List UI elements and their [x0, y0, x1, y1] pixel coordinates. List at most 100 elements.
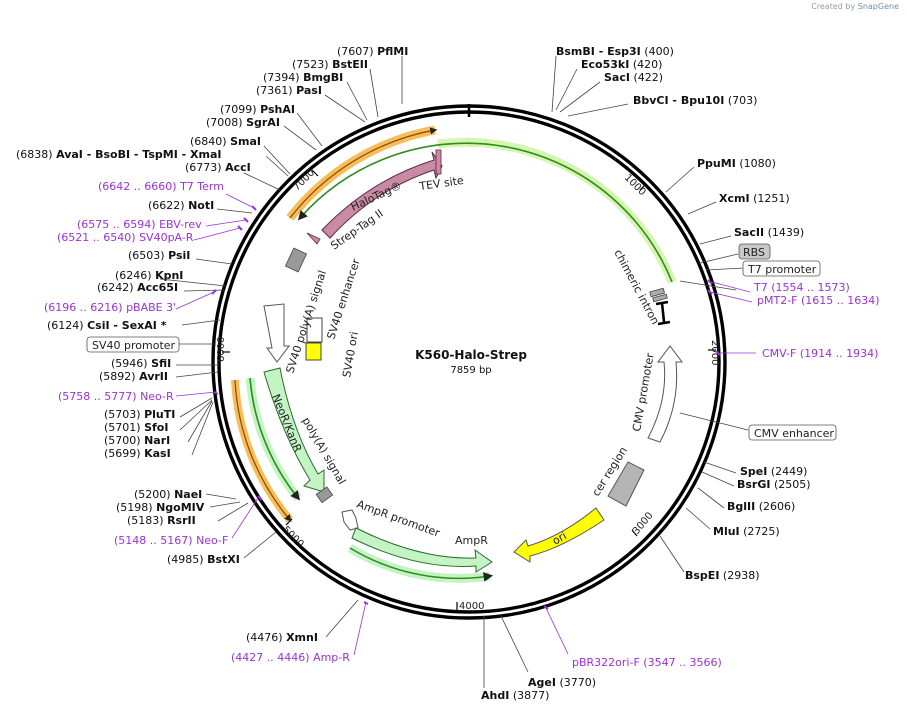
- enzyme-label: (6503) PsiI: [128, 249, 190, 262]
- primer-label: CMV-F (1914 .. 1934): [762, 347, 878, 360]
- enzyme-label: PpuMI (1080): [697, 157, 776, 170]
- enzyme-label: (6838) AvaI - BsoBI - TspMI - XmaI: [16, 148, 222, 161]
- label-tev-site: TEV site: [418, 174, 465, 193]
- primer-labels: (6642 .. 6660) T7 Term (6575 .. 6594) EB…: [44, 180, 880, 669]
- enzyme-label: XcmI (1251): [719, 192, 790, 205]
- ampr-arrow: [351, 527, 493, 573]
- enzyme-label: (5701) SfoI: [104, 421, 168, 434]
- sv40-promoter-label: SV40 promoter: [92, 339, 176, 352]
- enzyme-label: SacI (422): [604, 71, 663, 84]
- enzyme-label: BspEI (2938): [685, 569, 760, 582]
- sv40-polya-block: [284, 247, 308, 273]
- ampr-promoter-arrow: [341, 509, 359, 531]
- enzyme-label: (4985) BstXI: [167, 553, 240, 566]
- enzyme-label: BsmBI - Esp3I (400): [556, 45, 674, 58]
- enzyme-label: AhdI (3877): [481, 689, 549, 702]
- neor-kanr-arrow: [263, 367, 325, 493]
- enzyme-label: (6773) AccI: [185, 161, 251, 174]
- enzyme-label: (5200) NaeI: [134, 488, 202, 501]
- primer-label: (6575 .. 6594) EBV-rev: [77, 218, 202, 231]
- enzyme-label: (7099) PshAI: [220, 103, 295, 116]
- polya-signal-block: [315, 486, 334, 504]
- primer-marks: [211, 205, 721, 610]
- tick-label-4000: 4000: [459, 601, 484, 612]
- sv40-ori-block: [305, 342, 322, 361]
- enzyme-leaders: [159, 55, 749, 688]
- cmv-enhancer-box: [748, 424, 837, 441]
- enzyme-label: (5699) KasI: [104, 447, 171, 460]
- boxed-labels: RBS T7 promoter SV40 promoter CMV enhanc…: [86, 243, 837, 441]
- credit-brand: SnapGene: [857, 2, 899, 11]
- enzyme-label: (5892) AvrII: [99, 370, 168, 383]
- primer-label: T7 (1554 .. 1573): [753, 281, 850, 294]
- rbs-block: [649, 287, 666, 298]
- enzyme-label: BbvCI - Bpu10I (703): [633, 94, 757, 107]
- enzyme-label: (7394) BmgBI: [263, 71, 343, 84]
- tev-site-block: [435, 149, 442, 175]
- tick-marks: [222, 169, 716, 610]
- rbs-box: [738, 243, 771, 260]
- tick-label-6000: 6000: [216, 337, 227, 362]
- enzyme-label: Eco53kI (420): [581, 58, 662, 71]
- enzyme-label: (7523) BstEII: [292, 58, 368, 71]
- sv40-promoter-arrow: [263, 303, 290, 363]
- primer-label: pBR322ori-F (3547 .. 3566): [572, 656, 722, 669]
- enzyme-label: (6246) KpnI: [115, 269, 183, 282]
- enzyme-label: BsrGI (2505): [737, 478, 811, 491]
- label-chimeric-intron: chimeric intron: [611, 247, 661, 326]
- enzyme-label: (6124) CsiI - SexAI *: [47, 319, 167, 332]
- enzyme-label: SpeI (2449): [740, 465, 807, 478]
- rbs-label: RBS: [743, 246, 765, 259]
- enzyme-label: (5700) NarI: [104, 434, 170, 447]
- orf-left-orange-line: [234, 379, 292, 522]
- enzyme-label: (7008) SgrAI: [206, 116, 280, 129]
- enzyme-label: (4476) XmnI: [246, 631, 318, 644]
- primer-label: pMT2-F (1615 .. 1634): [757, 294, 880, 307]
- orf-right-green: [437, 137, 677, 284]
- strep-tag-block: [306, 232, 321, 245]
- label-sv40-enhancer: SV40 enhancer: [324, 257, 362, 341]
- cer-region-block: [607, 461, 645, 507]
- ori-arrow: [513, 507, 605, 563]
- orf-right-green-line: [297, 142, 673, 283]
- primer-leaders: [175, 193, 756, 656]
- enzyme-label: AgeI (3770): [528, 676, 596, 689]
- enzyme-label: (7607) PflMI: [337, 45, 408, 58]
- t7-promoter-block: [652, 293, 668, 303]
- enzyme-label: (6840) SmaI: [190, 135, 261, 148]
- primer-label: (6196 .. 6216) pBABE 3': [44, 301, 176, 314]
- t7-promoter-box: [742, 260, 821, 277]
- sv40-enhancer-block: [306, 317, 323, 343]
- label-ori: ori: [550, 529, 569, 547]
- primer-label: (6642 .. 6660) T7 Term: [98, 180, 224, 193]
- enzyme-label: MluI (2725): [713, 525, 780, 538]
- chimeric-intron-mark: [655, 300, 671, 326]
- cmv-enhancer-label: CMV enhancer: [754, 427, 834, 440]
- enzyme-label: (5946) SfiI: [111, 357, 171, 370]
- label-ampr: AmpR: [455, 534, 488, 547]
- enzyme-label: (5198) NgoMIV: [116, 501, 205, 514]
- enzyme-label: (5183) RsrII: [127, 514, 196, 527]
- enzyme-label: SacII (1439): [734, 226, 804, 239]
- cmv-promoter-arrow: [647, 345, 683, 443]
- enzyme-labels: (7607) PflMI (7523) BstEII (7394) BmgBI …: [16, 45, 811, 702]
- snapgene-credit: Created by SnapGene: [811, 2, 899, 11]
- orf-bottom-green-line: [349, 547, 494, 582]
- plasmid-name: K560-Halo-Strep: [415, 348, 527, 362]
- enzyme-label: (7361) PasI: [256, 84, 322, 97]
- orf-left-green-line: [249, 377, 301, 501]
- label-sv40-ori: SV40 ori: [340, 331, 361, 379]
- credit-prefix: Created by: [811, 2, 856, 11]
- sv40-promoter-box: [86, 336, 180, 353]
- t7-promoter-label: T7 promoter: [747, 263, 817, 276]
- label-cmv-promoter: CMV promoter: [630, 352, 657, 433]
- primer-label: (5148 .. 5167) Neo-F: [114, 534, 228, 547]
- primer-label: (5758 .. 5777) Neo-R: [58, 390, 174, 403]
- orf-top-orange-line: [289, 127, 438, 219]
- enzyme-label: (5703) PluTI: [104, 408, 175, 421]
- enzyme-label: BglII (2606): [727, 500, 795, 513]
- enzyme-label: (6242) Acc65I: [97, 281, 178, 294]
- primer-label: (6521 .. 6540) SV40pA-R: [57, 231, 194, 244]
- enzyme-label: (6622) NotI: [148, 199, 214, 212]
